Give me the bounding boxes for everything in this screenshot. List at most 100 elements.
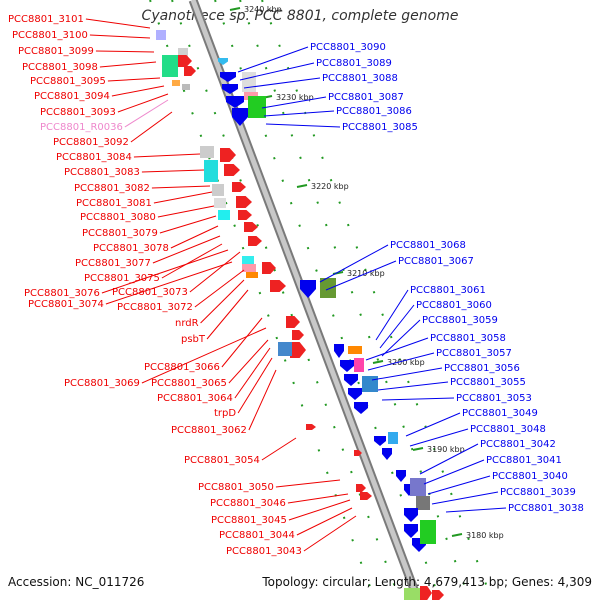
label-connectors bbox=[85, 18, 507, 552]
gene-feature-36 bbox=[300, 280, 316, 298]
gene-label-right: PCC8801_3055 bbox=[450, 377, 526, 388]
gene-label-left: PCC8801_3099 bbox=[18, 46, 94, 57]
gene-label-right: PCC8801_3040 bbox=[492, 471, 568, 482]
gene-feature-33 bbox=[292, 330, 304, 340]
gene-label-left: PCC8801_3065 bbox=[151, 378, 227, 389]
label-connector-right bbox=[243, 77, 321, 89]
gene-label-right: PCC8801_3060 bbox=[416, 300, 492, 311]
gene-feature-62 bbox=[420, 586, 432, 600]
gene-feature-45 bbox=[362, 376, 378, 392]
gene-feature-56 bbox=[360, 492, 372, 500]
dot-track-1 bbox=[171, 0, 401, 600]
gene-feature-8 bbox=[220, 72, 236, 82]
label-connector-left bbox=[170, 225, 219, 249]
label-connector-left bbox=[261, 437, 297, 461]
gene-label-left: PCC8801_3101 bbox=[8, 14, 84, 25]
label-connector-right bbox=[325, 260, 397, 291]
gene-feature-38 bbox=[334, 344, 344, 358]
label-connector-left bbox=[194, 269, 245, 308]
gene-label-left: PCC8801_3072 bbox=[117, 302, 193, 313]
gene-feature-26 bbox=[248, 236, 262, 246]
gene-label-right: PCC8801_3058 bbox=[430, 333, 506, 344]
gene-label-left: PCC8801_3084 bbox=[56, 152, 132, 163]
gene-feature-19 bbox=[212, 184, 224, 196]
label-connector-right bbox=[365, 337, 429, 361]
label-connector-right bbox=[367, 352, 435, 371]
gene-feature-18 bbox=[224, 164, 240, 176]
label-connector-left bbox=[189, 251, 241, 293]
gene-feature-58 bbox=[404, 524, 418, 538]
gene-feature-16 bbox=[204, 160, 218, 182]
label-connector-right bbox=[423, 459, 485, 485]
gene-label-right: PCC8801_3053 bbox=[456, 393, 532, 404]
gene-feature-4 bbox=[184, 66, 196, 76]
label-connector-right bbox=[377, 381, 449, 391]
label-connector-left bbox=[228, 339, 269, 384]
label-connector-left bbox=[111, 85, 165, 97]
label-connector-right bbox=[405, 412, 461, 437]
gene-feature-29 bbox=[246, 272, 258, 278]
gene-label-right: PCC8801_3059 bbox=[422, 315, 498, 326]
gene-label-left: PCC8801_3062 bbox=[171, 425, 247, 436]
gene-feature-3 bbox=[178, 55, 192, 67]
label-connector-left bbox=[151, 185, 211, 189]
gene-feature-49 bbox=[354, 450, 362, 456]
label-connector-left bbox=[237, 357, 273, 414]
ruler-label-4: 3200 kbp bbox=[387, 358, 425, 367]
label-connector-left bbox=[105, 261, 233, 305]
gene-feature-57 bbox=[404, 508, 418, 522]
label-connector-left bbox=[85, 18, 151, 29]
gene-feature-7 bbox=[218, 58, 228, 65]
ruler-tick-6 bbox=[451, 533, 463, 537]
gene-label-right: PCC8801_3067 bbox=[398, 256, 474, 267]
gene-feature-1 bbox=[178, 48, 188, 57]
gene-label-right: PCC8801_3056 bbox=[444, 363, 520, 374]
ruler-tick-5 bbox=[412, 447, 424, 451]
label-connector-right bbox=[239, 62, 315, 81]
gene-label-left: PCC8801_3076 bbox=[24, 288, 100, 299]
label-connector-right bbox=[375, 289, 409, 341]
gene-feature-15 bbox=[200, 146, 214, 158]
gene-label-left: PCC8801_3095 bbox=[30, 76, 106, 87]
gene-label-left: PCC8801_3079 bbox=[82, 228, 158, 239]
label-connector-left bbox=[124, 99, 169, 128]
gene-feature-10 bbox=[226, 96, 244, 108]
gene-label-left: nrdR bbox=[175, 318, 199, 329]
label-connector-left bbox=[141, 169, 205, 173]
gene-feature-42 bbox=[344, 374, 358, 386]
gene-label-left: PCC8801_3083 bbox=[64, 167, 140, 178]
gene-label-right: PCC8801_3068 bbox=[390, 240, 466, 251]
label-connector-left bbox=[153, 191, 213, 204]
label-connector-left bbox=[221, 317, 263, 368]
gene-feature-41 bbox=[340, 360, 354, 372]
ruler-tick-4 bbox=[372, 360, 384, 364]
gene-label-left: PCC8801_3094 bbox=[34, 91, 110, 102]
gene-feature-47 bbox=[388, 432, 398, 444]
label-connector-right bbox=[265, 123, 341, 128]
gene-feature-40 bbox=[354, 358, 364, 372]
gene-label-left: PCC8801_R0036 bbox=[40, 122, 123, 133]
label-connector-right bbox=[431, 491, 499, 505]
gene-label-left: psbT bbox=[181, 334, 206, 345]
gene-label-left: PCC8801_3080 bbox=[80, 212, 156, 223]
label-connector-left bbox=[248, 369, 277, 431]
map-title: Cyanothece sp. PCC 8801, complete genome bbox=[141, 8, 459, 24]
gene-feature-17 bbox=[220, 148, 236, 162]
label-connector-left bbox=[234, 347, 271, 399]
gene-label-right: PCC8801_3087 bbox=[328, 92, 404, 103]
gene-feature-39 bbox=[348, 346, 362, 354]
gene-feature-53 bbox=[410, 478, 426, 496]
gene-feature-6 bbox=[182, 84, 190, 90]
gene-feature-0 bbox=[156, 30, 166, 40]
gene-label-left: PCC8801_3092 bbox=[53, 137, 129, 148]
gene-label-left: PCC8801_3066 bbox=[144, 362, 220, 373]
gene-feature-63 bbox=[432, 590, 444, 600]
gene-label-right: PCC8801_3088 bbox=[322, 73, 398, 84]
ruler-label-6: 3180 kbp bbox=[466, 531, 504, 540]
label-connector-right bbox=[263, 110, 335, 117]
label-connector-left bbox=[117, 93, 169, 113]
gene-label-left: PCC8801_3044 bbox=[219, 530, 295, 541]
label-connector-left bbox=[141, 327, 267, 384]
ruler-tick-0 bbox=[229, 7, 241, 11]
label-connector-left bbox=[133, 153, 201, 158]
